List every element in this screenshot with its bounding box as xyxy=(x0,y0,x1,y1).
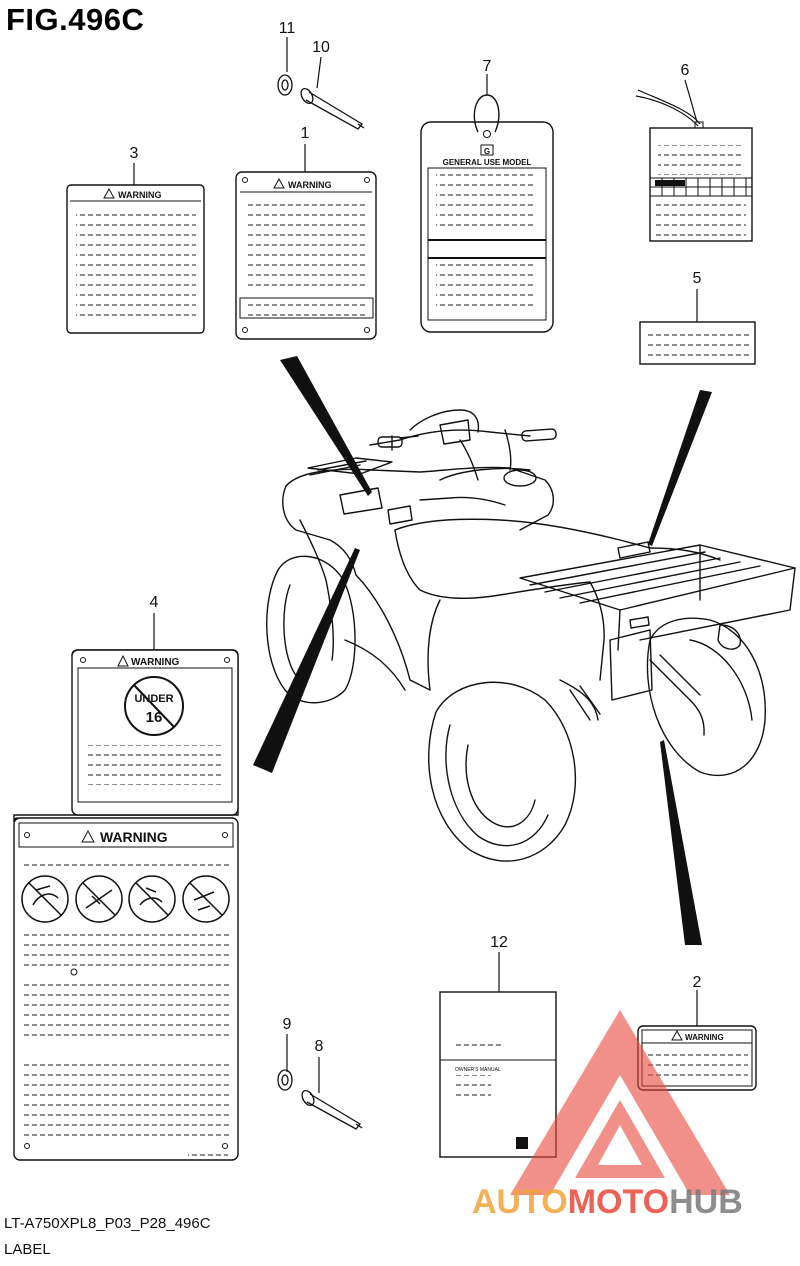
washer-part-9 xyxy=(277,1069,293,1091)
label-4-warning-top: WARNING xyxy=(131,657,180,668)
washer-part-11 xyxy=(277,74,293,96)
watermark-text: AUTOMOTOHUB xyxy=(472,1183,743,1221)
small-label-part-5 xyxy=(639,321,756,365)
callout-1: 1 xyxy=(301,125,310,142)
label-1-warning: WARNING xyxy=(288,180,332,190)
watermark-logo xyxy=(510,1010,730,1195)
warning-label-part-1: WARNING xyxy=(235,171,377,340)
label-2-warning: WARNING xyxy=(685,1033,724,1042)
owners-manual-part-12: OWNER'S MANUAL xyxy=(439,991,557,1158)
rivet-part-8 xyxy=(301,1089,363,1130)
watermark-hub: HUB xyxy=(669,1183,743,1221)
callout-5: 5 xyxy=(693,270,702,287)
callout-numbers: 1 2 3 4 5 6 7 8 9 10 11 12 xyxy=(130,20,702,1055)
label-3-warning: WARNING xyxy=(118,190,162,200)
diagram-name: LABEL xyxy=(4,1241,51,1258)
warning-label-part-4: WARNING UNDER 16 WARNING xyxy=(13,649,239,1161)
watermark-moto: MOTO xyxy=(568,1183,669,1221)
callout-9: 9 xyxy=(283,1016,292,1033)
callout-3: 3 xyxy=(130,145,139,162)
owners-manual-title: OWNER'S MANUAL xyxy=(455,1067,501,1073)
hang-tag-part-7: G GENERAL USE MODEL xyxy=(420,94,554,333)
info-tag-part-6 xyxy=(635,89,753,242)
age-text: 16 xyxy=(146,709,163,726)
warning-label-part-3: WARNING xyxy=(66,184,205,334)
callout-10: 10 xyxy=(312,39,330,56)
atv-illustration xyxy=(266,409,796,862)
callout-11: 11 xyxy=(279,20,296,37)
under-text: UNDER xyxy=(134,693,173,705)
rivet-part-10 xyxy=(300,87,365,130)
tag-letter: G xyxy=(484,147,490,156)
watermark-auto: AUTO xyxy=(472,1183,568,1221)
callout-12: 12 xyxy=(490,934,508,951)
callout-6: 6 xyxy=(681,62,690,79)
label-4-warning-bottom: WARNING xyxy=(100,829,168,845)
callout-4: 4 xyxy=(150,594,159,611)
callout-2: 2 xyxy=(693,974,702,991)
leader-wedges xyxy=(253,356,712,945)
warning-label-part-2: WARNING xyxy=(637,1025,757,1091)
callout-8: 8 xyxy=(315,1038,324,1055)
general-use-model: GENERAL USE MODEL xyxy=(443,158,532,167)
callout-7: 7 xyxy=(483,58,492,75)
figure-title: FIG.496C xyxy=(6,2,145,37)
diagram-code: LT-A750XPL8_P03_P28_496C xyxy=(4,1215,211,1232)
callout-lines xyxy=(133,37,698,1093)
